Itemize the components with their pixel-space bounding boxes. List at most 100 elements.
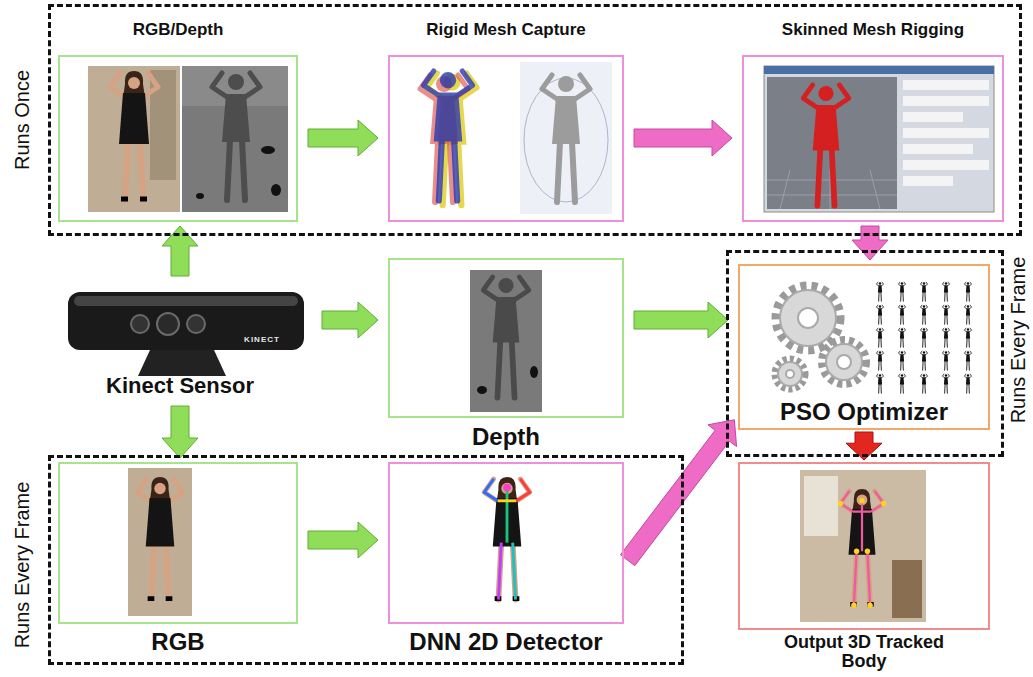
optimizer-box: PSO Optimizer (738, 264, 990, 430)
art-shape (920, 282, 927, 301)
block-arrow (620, 420, 736, 566)
rigging-screenshot (764, 66, 994, 212)
image-panel: Skinned Mesh Rigging (742, 55, 1004, 222)
art-shape (942, 282, 949, 301)
art-shape (903, 112, 963, 122)
image-panel: Rigid Mesh Capture (388, 55, 624, 222)
art-shape (876, 282, 883, 301)
art-shape (506, 489, 509, 542)
art-shape (898, 282, 905, 301)
art-shape (271, 184, 281, 196)
node-label: Kinect Sensor (106, 373, 254, 398)
art-shape (137, 477, 183, 600)
mesh-view (520, 62, 612, 214)
art-shape (182, 66, 288, 212)
art-shape (964, 305, 971, 324)
art-shape (859, 498, 864, 503)
art-shape (800, 470, 926, 622)
art-shape (964, 282, 971, 301)
output-photo (800, 470, 926, 622)
art-shape (88, 66, 180, 212)
art-shape (898, 305, 905, 324)
node-label: RGB (151, 628, 204, 656)
art-shape (786, 370, 794, 378)
art-shape (838, 501, 843, 506)
art-shape (826, 344, 862, 380)
node-label: DNN 2D Detector (409, 628, 602, 656)
node-label: Depth (472, 423, 540, 451)
art-shape (964, 328, 971, 347)
art-shape (778, 362, 802, 386)
art-shape (470, 270, 542, 412)
art-shape (767, 77, 897, 209)
art-shape (903, 96, 989, 106)
image-panel: RGB/Depth (58, 55, 298, 222)
art-shape (881, 501, 886, 506)
art-shape (920, 351, 927, 370)
art-shape (503, 484, 511, 492)
art-shape (837, 355, 851, 369)
art-shape (898, 351, 905, 370)
art-shape (530, 366, 538, 378)
art-shape (898, 328, 905, 347)
group-label: Runs Every Frame (1008, 257, 1028, 424)
dashed-group: Runs OnceRGB/DepthRigid Mesh CaptureSkin… (48, 4, 1022, 236)
art-shape (196, 193, 204, 199)
node-label: Rigid Mesh Capture (426, 20, 586, 40)
block-arrow (634, 120, 732, 156)
image-panel: DNN 2D Detector (388, 462, 624, 624)
art-shape (520, 62, 612, 214)
art-shape (840, 491, 883, 605)
art-shape (498, 543, 501, 600)
art-shape (865, 549, 870, 554)
device-logo: KINECT (244, 336, 280, 344)
art-shape (775, 359, 805, 389)
art-shape (424, 71, 473, 201)
group-label: Runs Every Frame (12, 482, 32, 649)
art-shape (876, 328, 883, 347)
art-shape (484, 479, 497, 501)
art-shape (764, 66, 994, 212)
pose-grid (876, 282, 971, 393)
art-shape (903, 176, 953, 186)
art-shape (876, 374, 883, 393)
art-shape (187, 315, 205, 333)
art-shape (920, 328, 927, 347)
image-panel: Depth (388, 258, 624, 418)
dashed-group: Runs Every FramePSO Optimizer (726, 250, 1004, 457)
art-shape (483, 277, 529, 398)
art-shape (517, 479, 530, 501)
art-shape (851, 603, 856, 608)
node-label: RGB/Depth (133, 20, 224, 40)
art-shape (876, 305, 883, 324)
art-shape (838, 489, 887, 608)
art-shape (942, 351, 949, 370)
art-shape (804, 476, 838, 536)
art-shape (780, 290, 836, 346)
point-cloud (420, 71, 477, 205)
art-shape (822, 340, 866, 384)
art-shape (854, 549, 859, 554)
art-shape (920, 374, 927, 393)
art-shape (110, 71, 158, 200)
art-shape (942, 374, 949, 393)
rgb-photo (88, 66, 180, 212)
art-shape (867, 603, 872, 608)
dashed-group: Runs Every FrameRGBDNN 2D Detector (48, 455, 684, 665)
group-label: Runs Once (12, 70, 32, 170)
art-shape (150, 70, 176, 180)
block-arrow (308, 522, 378, 558)
block-arrow (308, 120, 378, 156)
block-arrow (852, 226, 888, 260)
output-panel: Output 3D Tracked Body (738, 462, 990, 630)
art-shape (892, 560, 922, 618)
kinect-device (68, 292, 304, 376)
block-arrow (322, 302, 378, 338)
art-shape (964, 351, 971, 370)
art-shape (903, 80, 989, 90)
art-shape (903, 144, 973, 154)
